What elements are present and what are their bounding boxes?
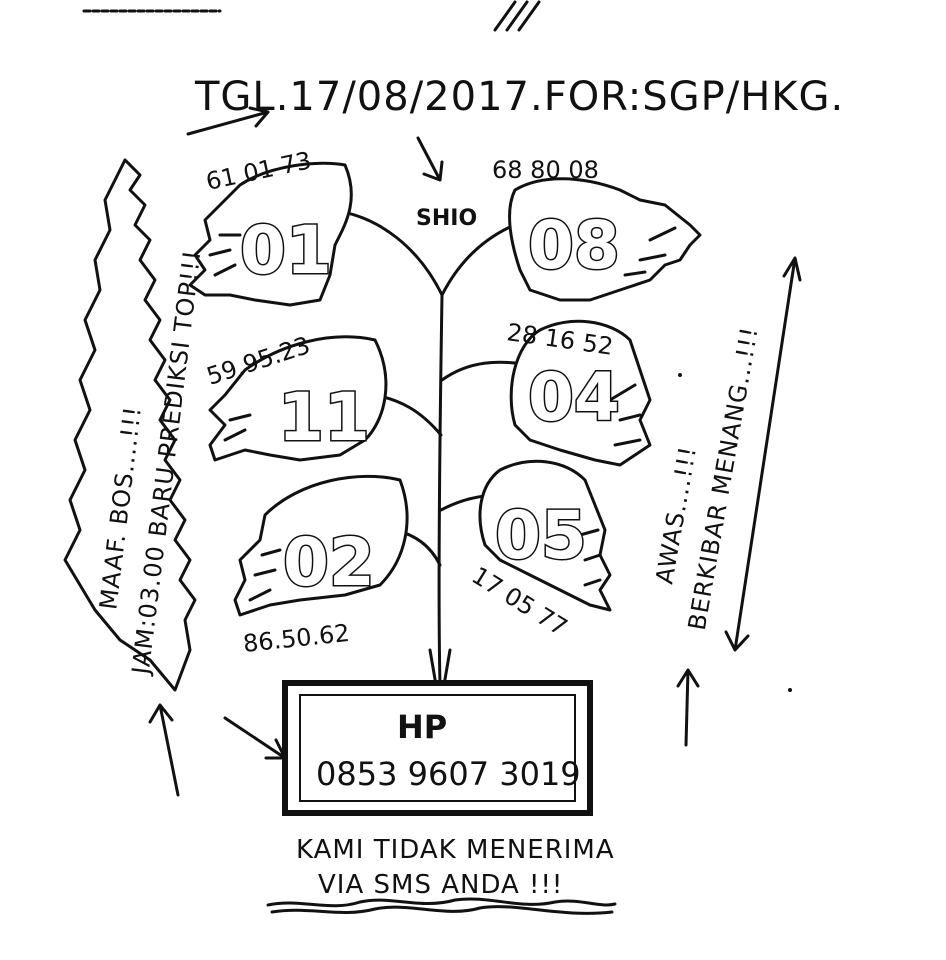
leaf-number-05: 05 <box>495 497 587 574</box>
pot-inner <box>299 694 576 802</box>
leaf-number-01: 01 <box>240 212 332 289</box>
leaf-number-04: 04 <box>528 359 620 436</box>
grass-line <box>266 897 617 915</box>
right-up-arrow-icon <box>676 668 700 747</box>
leaf-veins <box>208 226 677 602</box>
leaf-11 <box>208 335 388 462</box>
leaf-01 <box>188 161 353 307</box>
leaf-08 <box>508 177 702 302</box>
shio-arrow-icon <box>416 136 444 182</box>
header-date: TGL.17/08/2017.FOR:SGP/HKG. <box>194 74 844 120</box>
header-arrow-icon <box>186 106 270 136</box>
shio-label: SHIO <box>416 206 477 231</box>
tree-stem <box>328 208 547 687</box>
leaf-small-02: 86.50.62 <box>242 619 351 658</box>
pot-hp-label: HP <box>397 708 447 746</box>
right-double-arrow-icon <box>724 256 802 652</box>
left-banner <box>63 158 197 692</box>
speck <box>678 373 682 377</box>
top-hatch <box>493 0 541 32</box>
leaf-number-11: 11 <box>278 379 370 456</box>
pot-phone-number: 0853 9607 3019 <box>316 755 581 793</box>
footer-line1: KAMI TIDAK MENERIMA <box>296 835 615 865</box>
leaf-number-08: 08 <box>528 207 620 284</box>
pot-arrow-icon <box>223 716 287 760</box>
leaf-05 <box>478 459 612 612</box>
leaf-04 <box>509 319 652 467</box>
speck <box>788 688 792 692</box>
pot-box <box>282 680 593 816</box>
left-up-arrow-icon <box>148 703 180 797</box>
footer-line2: VIA SMS ANDA !!! <box>318 870 563 900</box>
leaf-number-02: 02 <box>283 524 375 601</box>
leaf-small-08: 68 80 08 <box>492 156 599 184</box>
leaf-02 <box>233 474 409 617</box>
